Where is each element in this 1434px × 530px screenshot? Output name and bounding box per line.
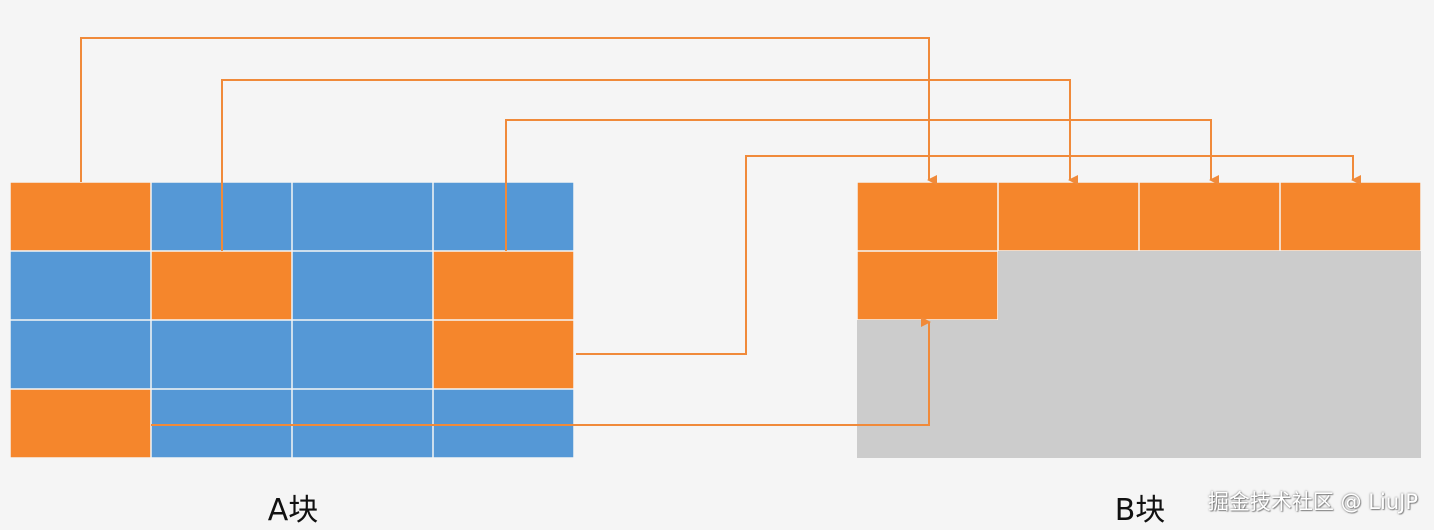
transfer-arrow-1 <box>80 37 937 185</box>
block-a-cell-r1-c2 <box>292 251 433 320</box>
block-b-cell-r0-c3 <box>1280 182 1421 251</box>
block-a-cell-r0-c2 <box>292 182 433 251</box>
block-a-cell-r3-c3 <box>433 389 574 458</box>
transfer-arrow-5 <box>151 317 931 426</box>
block-b-cell-r1-c0 <box>857 251 998 320</box>
block-a-cell-r2-c3 <box>433 320 574 389</box>
block-a-cell-r2-c2 <box>292 320 433 389</box>
block-a-cell-r3-c2 <box>292 389 433 458</box>
transfer-arrow-3 <box>505 119 1219 251</box>
block-b-cell-r0-c1 <box>998 182 1139 251</box>
block-b-cell-r0-c2 <box>1139 182 1280 251</box>
block-a-cell-r3-c0 <box>10 389 151 458</box>
transfer-arrow-2 <box>221 79 1078 251</box>
block-a-cell-r1-c0 <box>10 251 151 320</box>
block-a-cell-r1-c3 <box>433 251 574 320</box>
block-a-grid <box>10 182 574 458</box>
transfer-arrow-4 <box>576 155 1361 355</box>
block-b-label: B块 <box>1115 493 1166 528</box>
block-b-cell-r0-c0 <box>857 182 998 251</box>
block-a-cell-r2-c1 <box>151 320 292 389</box>
block-b-grid <box>857 182 1421 458</box>
block-a-cell-r0-c0 <box>10 182 151 251</box>
watermark: 掘金技术社区 @ LiuJP <box>1207 490 1418 514</box>
block-a-label: A块 <box>268 493 319 528</box>
block-a-cell-r0-c3 <box>433 182 574 251</box>
block-a-cell-r3-c1 <box>151 389 292 458</box>
block-a-cell-r1-c1 <box>151 251 292 320</box>
transfer-arrows <box>80 37 1361 426</box>
block-a-cell-r2-c0 <box>10 320 151 389</box>
